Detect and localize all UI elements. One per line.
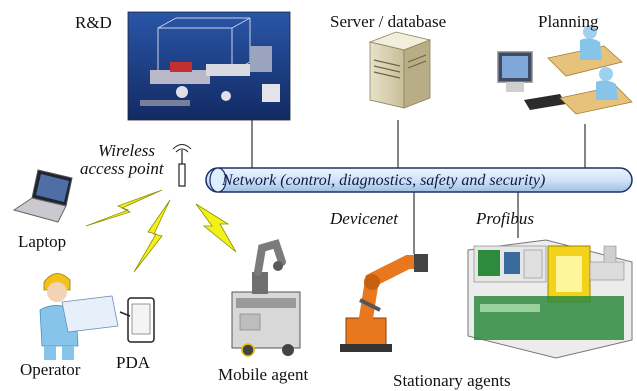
mobile-robot-icon bbox=[231, 239, 301, 357]
wireless-label-line2: access point bbox=[80, 159, 164, 178]
wireless-label-line1: Wireless bbox=[98, 141, 155, 160]
robot-arm-icon bbox=[340, 254, 428, 352]
laptop-icon bbox=[12, 169, 73, 223]
stationary-agents-label: Stationary agents bbox=[393, 371, 511, 390]
rd-label: R&D bbox=[75, 13, 112, 32]
operator-label: Operator bbox=[20, 360, 81, 379]
injection-machine-icon bbox=[467, 239, 633, 359]
operator-icon bbox=[39, 273, 119, 360]
network-bus bbox=[205, 167, 633, 193]
laptop-label: Laptop bbox=[18, 232, 67, 251]
server-icon bbox=[368, 31, 432, 109]
pda-icon bbox=[119, 297, 155, 343]
profibus-label: Profibus bbox=[476, 209, 534, 228]
antenna-icon bbox=[172, 144, 192, 187]
wireless-signals bbox=[85, 189, 237, 273]
planning-label: Planning bbox=[538, 12, 599, 31]
lightning-to-mobile-agent bbox=[195, 203, 237, 253]
connector-lines bbox=[251, 120, 586, 254]
lightning-to-laptop bbox=[85, 189, 163, 227]
server-label: Server / database bbox=[330, 12, 447, 31]
cad-workcell-icon bbox=[127, 11, 291, 121]
pda-label: PDA bbox=[116, 353, 151, 372]
lightning-to-pda bbox=[133, 199, 171, 273]
mobile-agent-label: Mobile agent bbox=[218, 365, 309, 384]
network-label: Network (control, diagnostics, safety an… bbox=[222, 172, 546, 189]
workstation-icon bbox=[497, 25, 633, 115]
devicenet-label: Devicenet bbox=[330, 209, 398, 228]
